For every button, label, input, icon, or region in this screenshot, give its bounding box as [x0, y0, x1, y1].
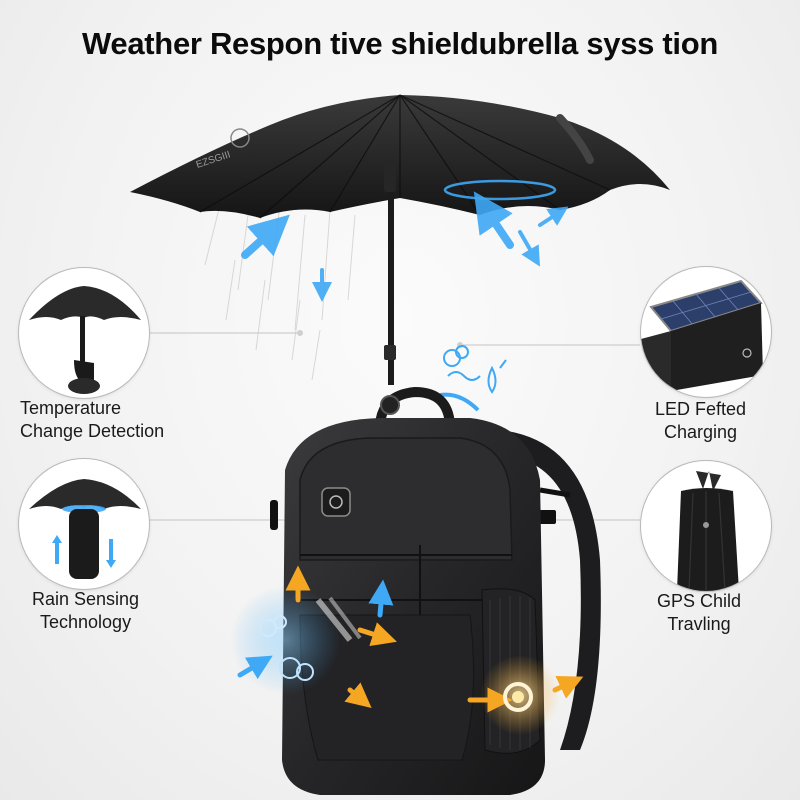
feature-label-line: Rain Sensing: [32, 589, 140, 609]
rain-streaks: [204, 199, 356, 381]
callout-umbrella-blue: [18, 458, 150, 590]
feature-label-line: GPS Child: [657, 591, 742, 611]
sensor-arrows: [237, 565, 584, 713]
feature-label-line: Change Detection: [20, 421, 165, 441]
folded-umbrella-icon: [677, 471, 739, 591]
feature-label-rain-sensing: Rain Sensing Technology: [32, 588, 139, 634]
page-title: Weather Respon tive shieldubrella syss t…: [82, 26, 718, 61]
umbrella: EZSGIII: [130, 94, 670, 385]
backpack: [270, 386, 601, 795]
solar-panel-icon: [641, 279, 763, 397]
feature-label-temperature: Temperature Change Detection: [20, 397, 164, 443]
feature-label-line: Technology: [40, 612, 132, 632]
umbrella-open-icon: [29, 286, 141, 394]
feature-label-line: Travling: [667, 614, 731, 634]
callout-solar-panel: [640, 266, 772, 398]
feature-label-gps: GPS Child Travling: [657, 590, 741, 636]
feature-label-line: Charging: [664, 422, 738, 442]
weather-icons: [439, 345, 507, 412]
sensor-icons: [259, 596, 362, 681]
feature-label-line: LED Fefted: [655, 399, 747, 419]
umbrella-sensor-icon: [29, 479, 141, 579]
feature-label-line: Temperature: [20, 398, 122, 418]
callout-closed-umbrella: [640, 460, 772, 592]
airflow-arrows: [241, 191, 569, 302]
callout-umbrella-closed: [18, 267, 150, 399]
feature-label-led-charging: LED Fefted Charging: [655, 398, 746, 444]
